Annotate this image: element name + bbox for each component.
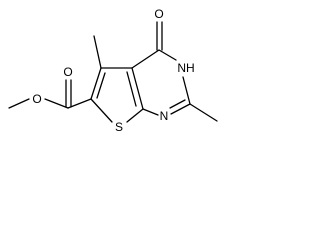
bond-o-carbonyl-carbon — [44, 98, 69, 109]
bond-c4a-c7a — [131, 67, 144, 110]
bond-s-c7a — [126, 108, 144, 123]
bond-c4a-c4 — [131, 49, 160, 69]
bond-c4-n3 — [158, 49, 177, 61]
bond-ester-ring — [67, 98, 92, 109]
molecule-structure: O O O S N NH — [8, 7, 218, 134]
atom-label-ketone-o: O — [154, 7, 163, 21]
bond-c5-methyl — [93, 35, 102, 69]
bond-methyl-o — [8, 98, 30, 109]
bond-c6-c5 — [90, 67, 102, 100]
bond-c2-methyl — [189, 103, 218, 122]
atom-label-carbonyl-o: O — [63, 65, 72, 79]
bond-c4a-c7a-inner — [126, 71, 137, 107]
bond-n3-c2 — [182, 76, 191, 105]
bond-c2-n1-b — [169, 99, 186, 109]
atom-label-sulfur: S — [115, 120, 123, 134]
atom-label-nitrogen: N — [160, 109, 169, 123]
bond-n1-c7a — [142, 108, 159, 116]
bond-c2-n1-a — [170, 103, 191, 115]
bond-c6-s — [90, 98, 113, 123]
atom-label-ester-o: O — [32, 92, 41, 106]
atom-label-nh: NH — [177, 61, 194, 75]
bond-c6-c5-inner — [96, 72, 106, 99]
